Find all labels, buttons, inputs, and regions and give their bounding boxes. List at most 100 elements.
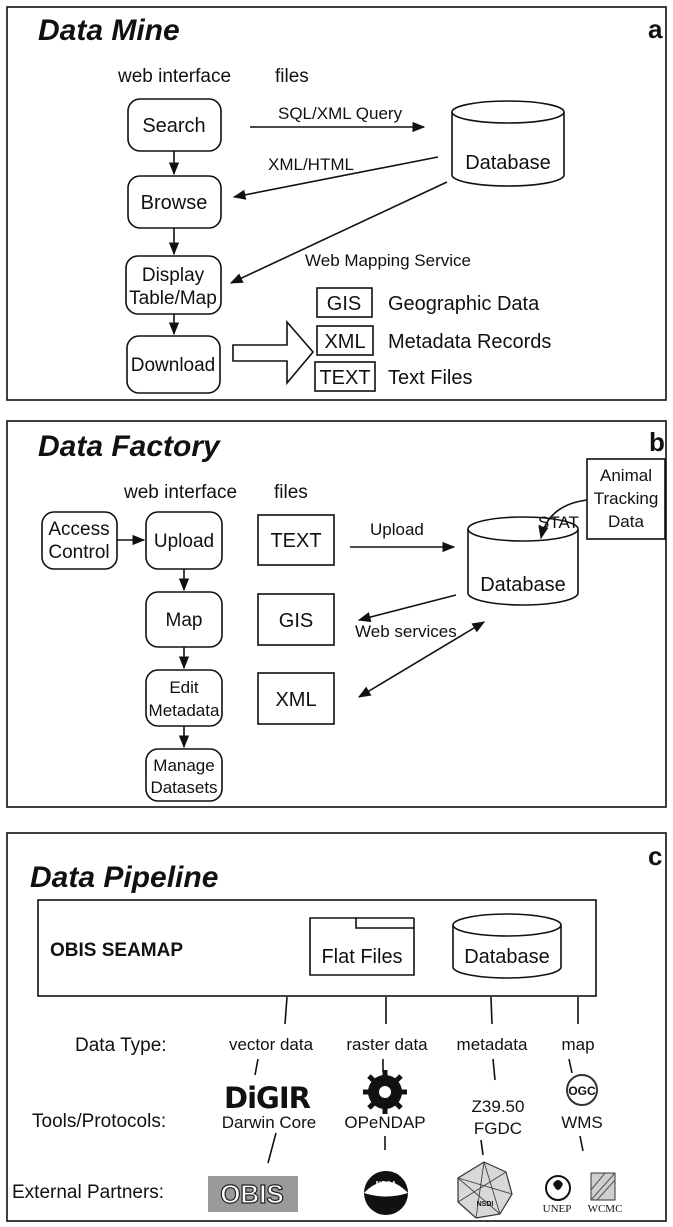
browse-label: Browse	[141, 192, 208, 214]
panel-a: Data Mine a web interface files Search B…	[6, 6, 667, 401]
animal-tracking-box	[586, 458, 666, 540]
panel-c: Data Pipeline c OBIS SEAMAP Flat Files D…	[6, 832, 667, 1222]
download-big-arrow	[232, 319, 315, 386]
edit-label-1: Edit	[169, 678, 199, 697]
arrow-wms	[229, 181, 448, 284]
output-text-tag-label: TEXT	[319, 367, 370, 389]
panel-a-frame	[6, 6, 667, 401]
access-label-1: Access	[48, 519, 109, 540]
tool-wms: WMS	[561, 1113, 603, 1132]
col-files-b: files	[274, 482, 308, 503]
stat-label: STAT	[538, 513, 579, 532]
download-box	[126, 335, 221, 394]
connector-vector	[284, 996, 288, 1025]
connector-metadata-3	[480, 1139, 484, 1156]
output-xml-text: Metadata Records	[388, 331, 551, 353]
web-services-label: Web services	[355, 622, 457, 641]
file-text-label: TEXT	[270, 530, 321, 552]
row-partners: External Partners:	[12, 1182, 164, 1203]
col-web-interface-b: web interface	[123, 482, 237, 503]
arrow-stat	[538, 499, 588, 540]
xml-html-label: XML/HTML	[268, 155, 354, 174]
access-label-2: Control	[48, 542, 109, 563]
output-gis-tag	[316, 287, 373, 318]
obis-logo: OBIS	[208, 1176, 298, 1212]
connector-vector-3	[267, 1132, 277, 1164]
database-a: Database	[451, 100, 565, 187]
opendap-logo	[363, 1070, 407, 1114]
row-tools: Tools/Protocols:	[32, 1111, 166, 1132]
manage-label-2: Datasets	[150, 778, 217, 797]
file-gis-box	[257, 593, 335, 646]
database-c: Database	[452, 913, 562, 979]
animal-label-3: Data	[608, 512, 644, 531]
panel-a-letter: a	[648, 14, 663, 44]
animal-label-1: Animal	[600, 466, 652, 485]
digir-logo: DiGIR	[224, 1081, 312, 1115]
animal-label-2: Tracking	[594, 489, 659, 508]
flat-files-label: Flat Files	[321, 946, 402, 968]
panel-b-frame	[6, 420, 667, 808]
panel-b-letter: b	[649, 427, 665, 457]
database-a-label: Database	[465, 152, 551, 174]
manage-datasets-box	[145, 748, 223, 802]
svg-text:OGC: OGC	[568, 1084, 596, 1098]
output-gis-tag-label: GIS	[327, 293, 361, 315]
database-b: Database	[467, 516, 579, 606]
panel-c-title: Data Pipeline	[30, 861, 218, 894]
type-raster: raster data	[346, 1035, 428, 1054]
output-text-tag	[314, 361, 376, 392]
col-files: files	[275, 66, 309, 87]
unep-logo: UNEP	[543, 1175, 572, 1215]
connector-vector-2	[254, 1058, 259, 1076]
database-c-label: Database	[464, 946, 550, 968]
arrow-xml-html	[232, 156, 439, 200]
wms-label: Web Mapping Service	[305, 251, 471, 270]
noaa-logo: NOAA	[364, 1171, 408, 1215]
output-text-text: Text Files	[388, 367, 472, 389]
upload-arrow-label: Upload	[370, 520, 424, 539]
panel-a-title: Data Mine	[38, 14, 180, 47]
type-vector: vector data	[229, 1035, 314, 1054]
display-label-2: Table/Map	[129, 288, 217, 309]
tool-z3950: Z39.50	[472, 1097, 525, 1116]
panel-c-frame	[6, 832, 667, 1222]
col-web-interface: web interface	[117, 66, 231, 87]
svg-text:DiGIR: DiGIR	[224, 1081, 311, 1115]
type-map: map	[561, 1035, 594, 1054]
ogc-logo: OGC	[566, 1074, 598, 1106]
output-gis-text: Geographic Data	[388, 293, 540, 315]
seamap-label: OBIS SEAMAP	[50, 940, 183, 961]
wcmc-logo: WCMC	[588, 1172, 623, 1215]
svg-text:NSDI: NSDI	[477, 1201, 494, 1208]
display-label-1: Display	[142, 265, 205, 286]
search-label: Search	[142, 115, 205, 137]
connector-map-2	[568, 1058, 573, 1074]
connector-metadata	[490, 996, 493, 1025]
file-gis-label: GIS	[279, 610, 313, 632]
panel-b: Data Factory b web interface files Acces…	[6, 420, 667, 808]
connector-map-3	[579, 1135, 584, 1152]
database-b-label: Database	[480, 574, 566, 596]
upload-label: Upload	[154, 531, 214, 552]
file-xml-box	[257, 672, 335, 725]
map-label: Map	[166, 610, 203, 631]
output-xml-tag	[316, 325, 374, 356]
type-metadata: metadata	[457, 1035, 528, 1054]
svg-text:UNEP: UNEP	[543, 1203, 572, 1215]
sql-query-label: SQL/XML Query	[278, 104, 403, 123]
download-label: Download	[131, 355, 216, 376]
nsdi-logo: NSDI	[457, 1161, 513, 1219]
tool-fgdc: FGDC	[474, 1119, 522, 1138]
file-xml-label: XML	[275, 689, 316, 711]
manage-label-1: Manage	[153, 756, 214, 775]
tool-opendap: OPeNDAP	[344, 1113, 425, 1132]
flat-files-icon: Flat Files	[309, 917, 415, 976]
svg-text:NOAA: NOAA	[376, 1181, 397, 1188]
svg-text:WCMC: WCMC	[588, 1203, 623, 1215]
svg-text:OBIS: OBIS	[220, 1179, 284, 1209]
panel-b-title: Data Factory	[38, 430, 221, 463]
arrow-web-services	[357, 621, 486, 698]
tool-darwin-core: Darwin Core	[222, 1113, 316, 1132]
